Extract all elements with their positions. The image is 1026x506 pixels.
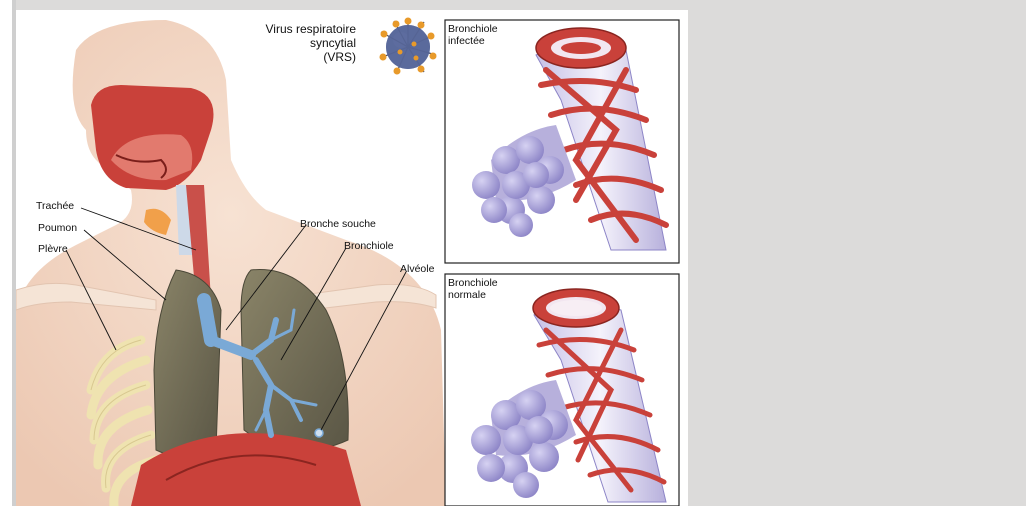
page-left-margin [0,0,12,506]
panel-normal-label: Bronchiole normale [448,277,498,301]
label-bronchiole: Bronchiole [344,240,394,252]
label-poumon: Poumon [38,222,77,234]
virus-title-line1: Virus respiratoire [226,22,356,36]
panel-normal-label-line2: normale [448,289,498,301]
label-plevre: Plèvre [38,243,68,255]
panel-infected-label-line1: Bronchiole [448,23,498,35]
virus-title-line3: (VRS) [226,50,356,64]
panel-normal-label-line1: Bronchiole [448,277,498,289]
label-trachee: Trachée [36,200,74,212]
empty-gray-area [688,0,1026,506]
virus-title: Virus respiratoire syncytial (VRS) [226,22,356,64]
label-bronche-souche: Bronche souche [300,218,376,230]
label-alveole: Alvéole [400,263,434,275]
rsv-anatomy-figure: Virus respiratoire syncytial (VRS) Bronc… [16,10,688,506]
panel-infected-label: Bronchiole infectée [448,23,498,47]
anatomy-illustration [16,10,688,506]
virus-title-line2: syncytial [226,36,356,50]
alveole-dot [315,429,323,437]
top-band [16,0,688,10]
panel-infected-label-line2: infectée [448,35,498,47]
body-silhouette [16,20,446,506]
rsv-virus-icon [380,18,437,75]
